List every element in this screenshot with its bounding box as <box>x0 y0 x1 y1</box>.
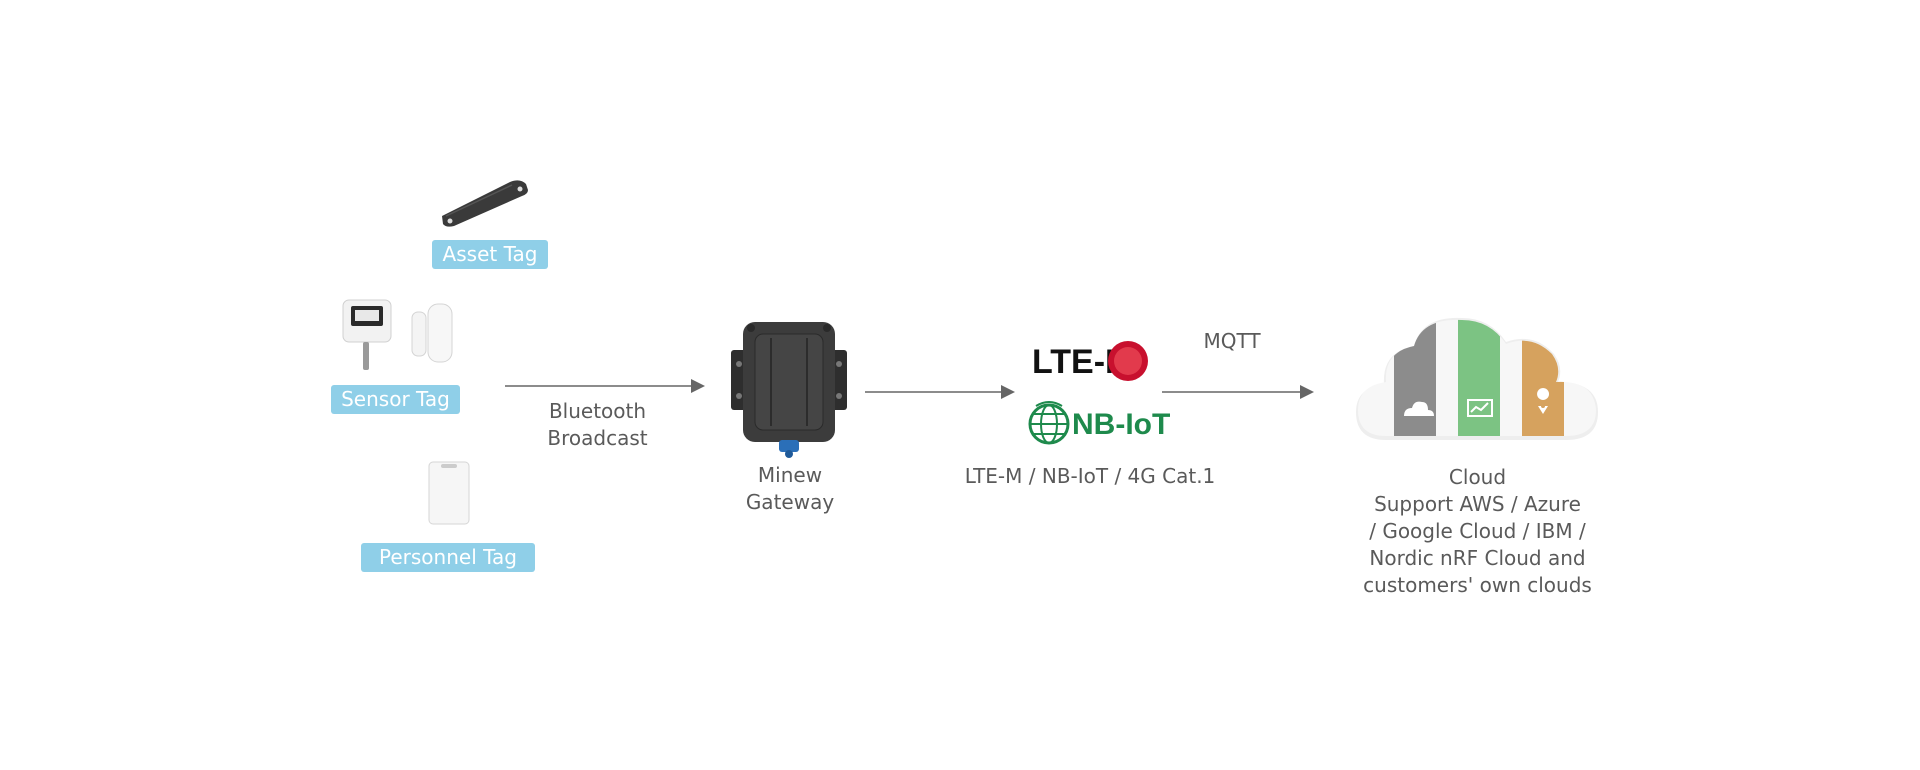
asset-tag-label: Asset Tag <box>432 240 548 269</box>
cloud-title: Cloud <box>1448 465 1507 489</box>
mqtt-arrow <box>1162 385 1314 399</box>
bluetooth-arrow <box>505 379 705 393</box>
globe-icon <box>1028 401 1070 445</box>
lte-m-badge-icon <box>1108 341 1148 381</box>
nb-iot-logo-text: NB-IoT <box>1072 408 1171 441</box>
bluetooth-line1: Bluetooth <box>548 399 647 423</box>
gateway-to-network-arrow <box>865 385 1015 399</box>
sensor-tag-device-icon <box>342 299 392 370</box>
gateway-label: Minew Gateway <box>720 462 860 516</box>
gateway-line2: Gateway <box>745 490 835 514</box>
sensor-tag-label: Sensor Tag <box>331 385 460 414</box>
cloud-icon <box>1356 317 1598 440</box>
network-label: LTE-M / NB-IoT / 4G Cat.1 <box>964 464 1216 488</box>
personnel-tag-device-icon <box>428 461 470 525</box>
cloud-line2: / Google Cloud / IBM / <box>1369 519 1586 543</box>
cloud-line3: Nordic nRF Cloud and <box>1369 546 1586 570</box>
gateway-device-icon <box>731 322 847 458</box>
bluetooth-line2: Broadcast <box>547 426 648 450</box>
gateway-line1: Minew <box>757 463 823 487</box>
personnel-tag-label: Personnel Tag <box>361 543 535 572</box>
asset-tag-device-icon <box>442 180 528 227</box>
mqtt-label: MQTT <box>1203 329 1261 353</box>
bluetooth-broadcast-label: Bluetooth Broadcast <box>520 398 675 452</box>
door-sensor-device-icon <box>411 303 453 363</box>
cloud-line1: Support AWS / Azure <box>1374 492 1581 516</box>
cloud-line4: customers' own clouds <box>1363 573 1592 597</box>
cloud-description: Cloud Support AWS / Azure / Google Cloud… <box>1350 464 1605 599</box>
